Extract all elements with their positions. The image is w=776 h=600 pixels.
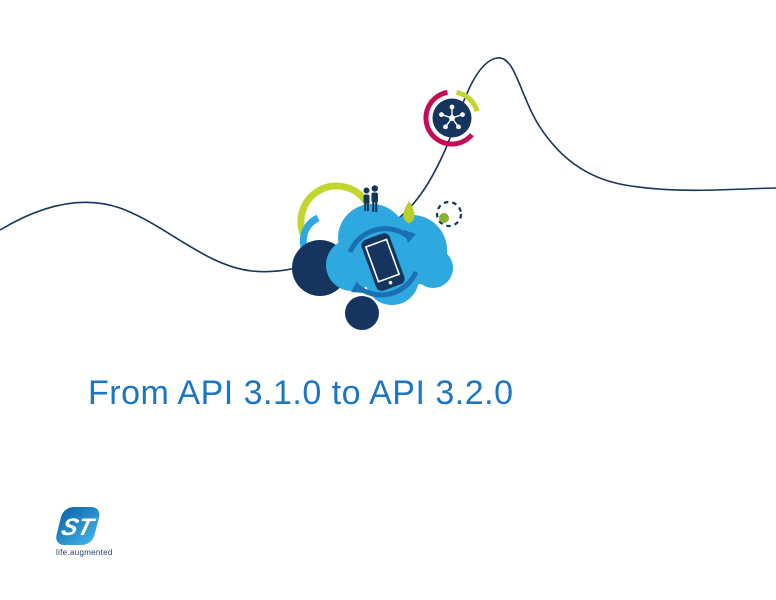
page-title: From API 3.1.0 to API 3.2.0: [88, 374, 514, 412]
wave-line: [0, 57, 776, 273]
cloud-dark-bump-bottom: [345, 296, 379, 330]
people-icon: [363, 185, 378, 212]
network-ring-lime: [455, 89, 480, 113]
network-icon: [423, 89, 480, 147]
sync-arrows-icon: [347, 226, 419, 298]
lime-arc-icon: [297, 182, 372, 240]
st-logo: ST life.augmented: [52, 505, 112, 557]
smartphone-icon: [361, 233, 405, 291]
dashed-circle-icon: [435, 200, 463, 228]
logo-tagline: life.augmented: [56, 548, 113, 557]
st-logo-mark: ST: [56, 507, 100, 545]
cloud-illustration: [292, 89, 480, 330]
network-ring-magenta: [423, 89, 474, 147]
teardrop-icon: [403, 201, 415, 224]
green-dot: [439, 213, 449, 223]
